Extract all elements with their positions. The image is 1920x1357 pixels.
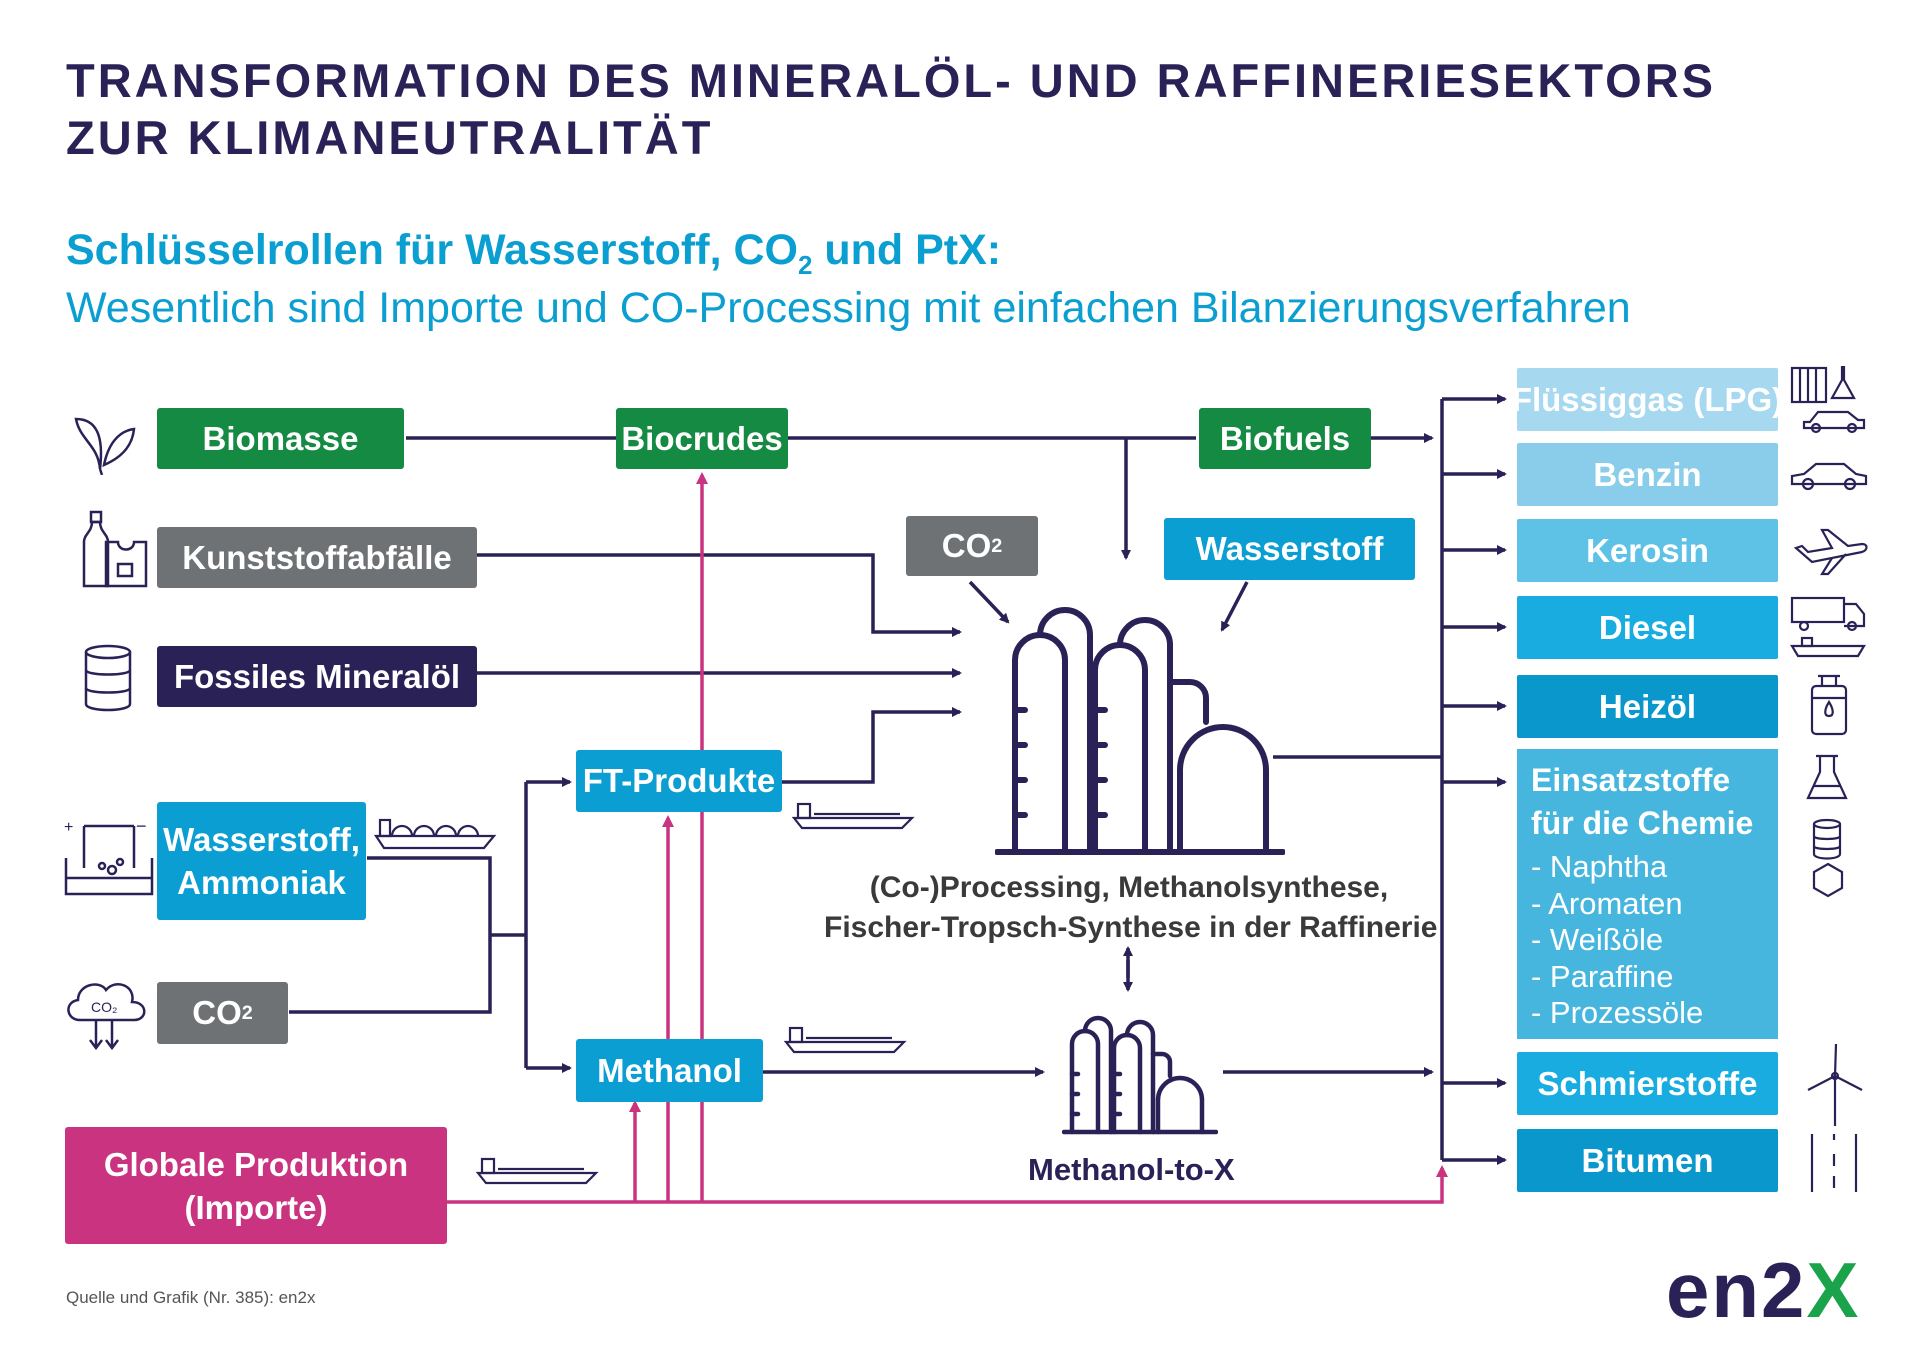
methanol-to-x-label: Methanol-to-X (1028, 1152, 1235, 1187)
svg-text:CO₂: CO₂ (91, 999, 117, 1015)
chemie-items-list: - Naphtha - Aromaten - Weißöle - Paraffi… (1531, 849, 1764, 1032)
ft-produkte-box: FT-Produkte (576, 750, 782, 812)
output-schmierstoffe: Schmierstoffe (1517, 1052, 1778, 1115)
output-bitumen: Bitumen (1517, 1129, 1778, 1192)
globale-produktion-box: Globale Produktion(Importe) (65, 1127, 447, 1244)
truck-icon (1790, 366, 1866, 434)
plastic-waste-icon (82, 510, 148, 588)
heating-tank-icon (1810, 674, 1848, 736)
output-fluessiggas: Flüssiggas (LPG) (1512, 368, 1783, 431)
wind-turbine-icon (1807, 1043, 1863, 1126)
list-item: - Naphtha (1531, 849, 1668, 884)
subtitle-secondary: Wesentlich sind Importe und CO-Processin… (66, 284, 1631, 332)
biocrudes-box: Biocrudes (616, 408, 788, 469)
flask-icon (1806, 754, 1848, 800)
hexagon-molecule-icon (1812, 862, 1844, 898)
output-chemie: Einsatzstoffe für die Chemie - Naphtha -… (1517, 749, 1778, 1039)
biomasse-box: Biomasse (157, 408, 404, 469)
ship-icon (791, 802, 915, 830)
svg-text:+: + (64, 819, 73, 836)
road-icon (1810, 1134, 1858, 1192)
ship-icon (783, 1026, 907, 1054)
biofuels-box: Biofuels (1199, 408, 1371, 469)
ship-icon (475, 1157, 599, 1185)
wasserstoff-refinery-box: Wasserstoff (1164, 518, 1415, 580)
airplane-icon (1793, 528, 1868, 576)
list-item: - Aromaten (1531, 885, 1683, 921)
kunststoffabfaelle-box: Kunststoffabfälle (157, 527, 477, 588)
logo-text: en2X (1666, 1246, 1861, 1334)
svg-text:−: − (136, 818, 147, 836)
oil-barrel-icon (84, 644, 132, 712)
electrolysis-icon: +− (64, 818, 154, 896)
methanol-box: Methanol (576, 1039, 763, 1102)
output-benzin: Benzin (1517, 443, 1778, 506)
car-icon (1790, 462, 1868, 491)
refinery-icon (995, 607, 1285, 855)
oil-barrel-icon (1812, 818, 1842, 860)
co2-cloud-icon: CO₂ (67, 983, 146, 1051)
methanol-to-x-plant-icon (1062, 1015, 1218, 1135)
list-item: - Paraffine (1531, 958, 1674, 994)
subtitle-main: Schlüsselrollen für Wasserstoff, CO2 und… (66, 226, 1002, 280)
ship-icon (373, 818, 497, 850)
output-diesel: Diesel (1517, 596, 1778, 659)
output-heizoel: Heizöl (1517, 675, 1778, 738)
leaf-icon (74, 417, 136, 475)
output-kerosin: Kerosin (1517, 519, 1778, 582)
list-item: - Prozessöle (1531, 995, 1704, 1030)
page-title: TRANSFORMATION DES MINERALÖL- UND RAFFIN… (66, 54, 1717, 164)
list-item: - Weißöle (1531, 922, 1664, 957)
refinery-label: (Co-)Processing, Methanolsynthese, Fisch… (824, 871, 1438, 944)
truck-icon (1790, 596, 1866, 658)
fossiles-mineraloel-box: Fossiles Mineralöl (157, 646, 477, 707)
en2x-logo: en2X (1666, 1245, 1886, 1335)
wasserstoff-ammoniak-box: Wasserstoff,Ammoniak (157, 802, 366, 920)
source-note: Quelle und Grafik (Nr. 385): en2x (66, 1288, 316, 1307)
